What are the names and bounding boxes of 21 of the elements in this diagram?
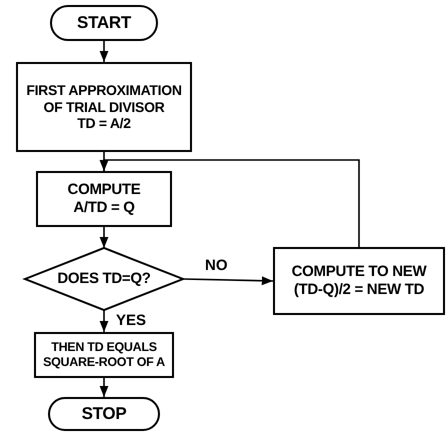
node-title: START (77, 12, 131, 34)
process-box (16, 62, 192, 152)
formula-text: A/TD = Q (73, 199, 135, 217)
arrow (182, 276, 274, 286)
node-title: COMPUTE TO NEW (292, 263, 426, 281)
arrow (100, 310, 108, 332)
node-title: COMPUTE (68, 181, 140, 199)
node-title: THEN TD EQUALS SQUARE-ROOT OF A (42, 340, 166, 370)
node-title: FIRST APPROXIMATION OF TRIAL DIVISOR (25, 82, 183, 116)
process-box (34, 332, 174, 378)
arrow (100, 227, 108, 248)
arrow (100, 41, 108, 62)
process-box (273, 247, 445, 315)
arrow (100, 159, 360, 247)
decision-diamond (25, 248, 183, 310)
formula-text: TD = A/2 (77, 115, 131, 132)
formula-text: (TD-Q)/2 = NEW TD (294, 281, 424, 299)
node-title: STOP (82, 404, 126, 424)
process-box (36, 171, 172, 227)
arrow (100, 378, 108, 397)
node-title: DOES TD=Q? (57, 270, 151, 288)
